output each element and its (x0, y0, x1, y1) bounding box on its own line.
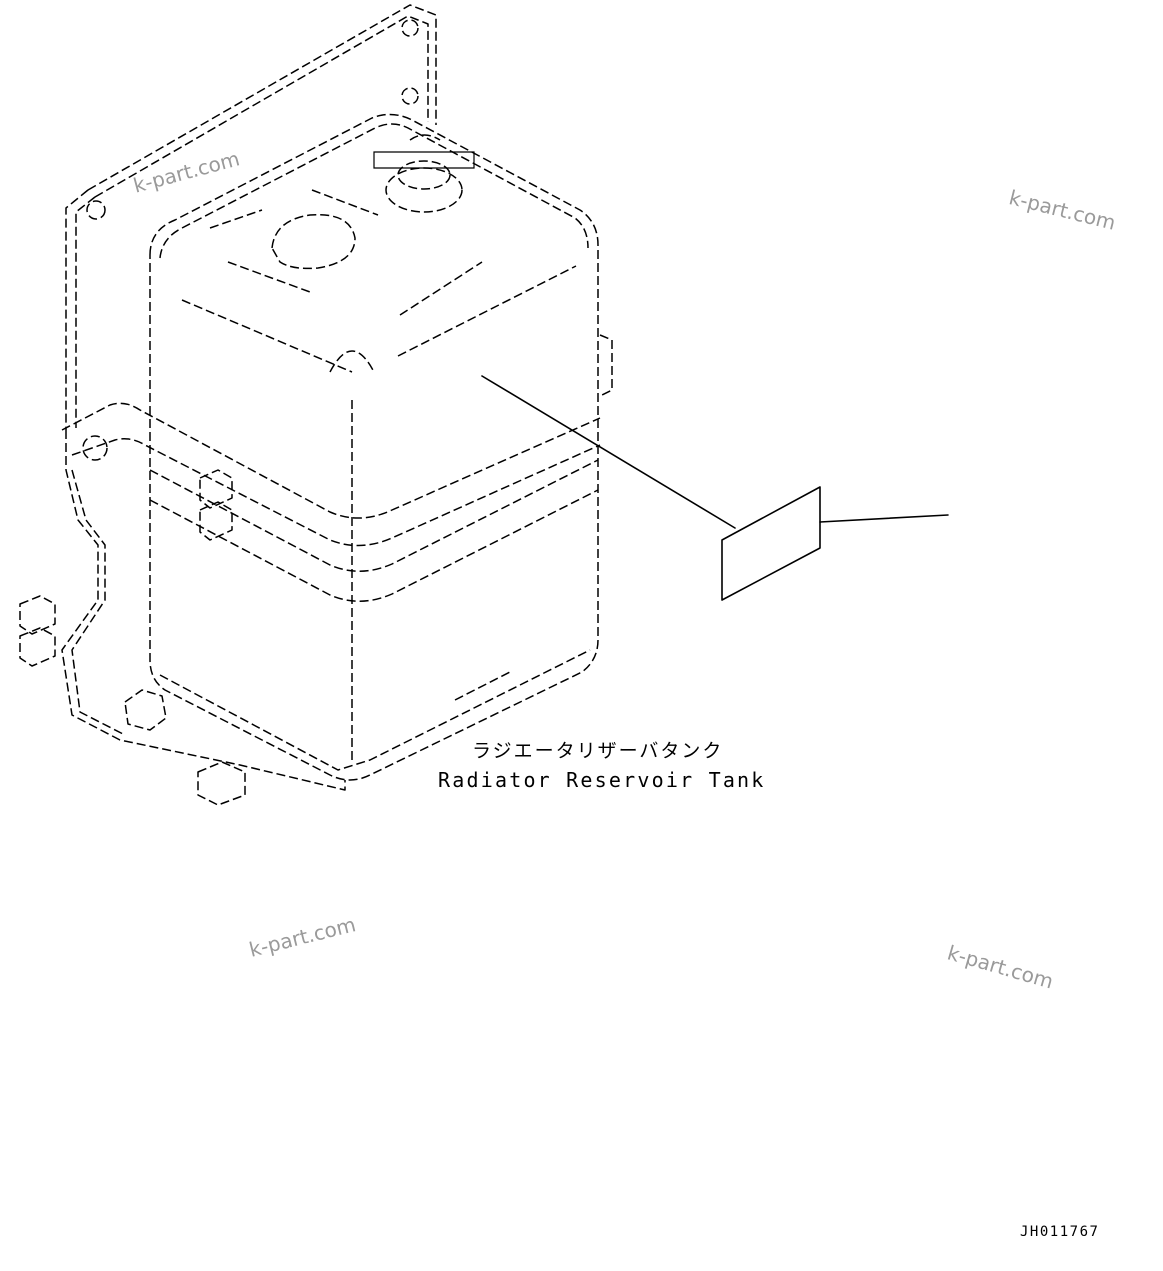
drawing-code: JH011767 (1020, 1224, 1100, 1240)
label-plate-icon (721, 486, 821, 601)
fill-caps (271, 134, 475, 270)
lower-strap (149, 459, 599, 602)
tank-body (149, 113, 599, 781)
part-name-japanese: ラジエータリザーバタンク (472, 740, 724, 762)
upper-strap (61, 334, 613, 547)
label-plate-callout (481, 375, 949, 601)
strap-clamps (19, 469, 246, 806)
mounting-nut (124, 689, 167, 731)
part-name-english: Radiator Reservoir Tank (438, 768, 766, 792)
mounting-bracket (61, 4, 437, 791)
